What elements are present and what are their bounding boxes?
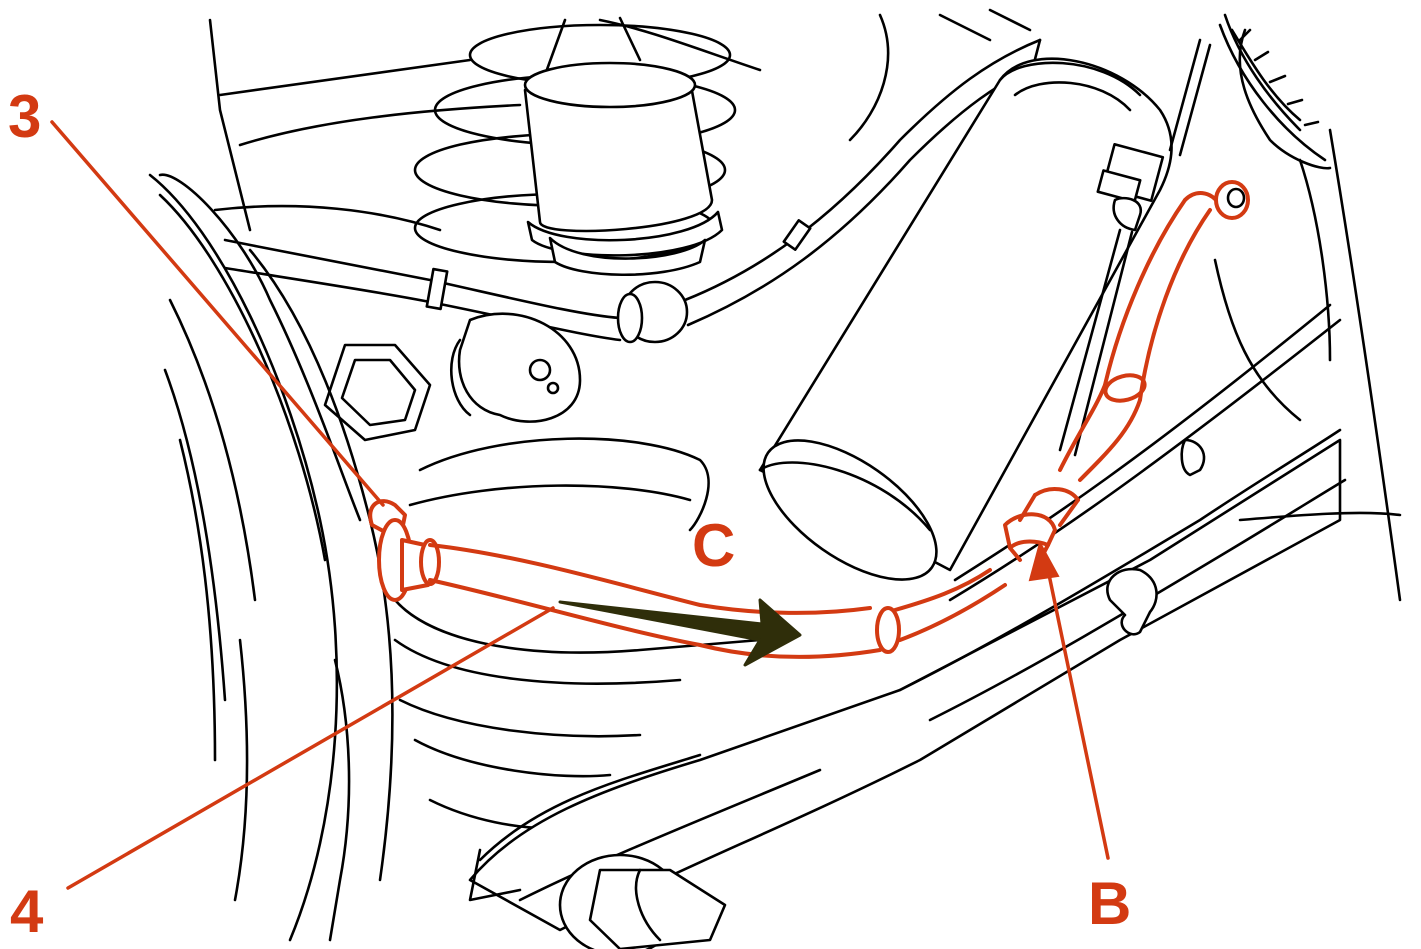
leader-4: [66, 606, 555, 890]
callout-4: 4: [10, 878, 44, 945]
arrowhead-B: [1028, 540, 1060, 582]
leader-lines: [50, 120, 1110, 890]
callout-3: 3: [8, 83, 41, 150]
knuckle-bolt: [323, 312, 582, 442]
wheel-tire: [148, 173, 394, 942]
shock-absorber: [758, 57, 1173, 581]
leader-3: [50, 120, 385, 507]
hub-flange: [1218, 23, 1332, 170]
lower-coil-spring: [393, 437, 762, 830]
leader-B: [1045, 563, 1110, 860]
abs-sensor-lead: [1058, 38, 1212, 457]
upper-hose: [223, 38, 1052, 344]
routing-arrow: [558, 598, 802, 667]
callout-c: C: [692, 512, 735, 579]
brake-hose-highlighted: [368, 180, 1250, 659]
strut-bump-stop: [523, 61, 724, 277]
lower-control-arm: [468, 303, 1402, 949]
callout-labels: 3 4 B C: [8, 83, 1131, 945]
callout-b: B: [1088, 870, 1131, 937]
